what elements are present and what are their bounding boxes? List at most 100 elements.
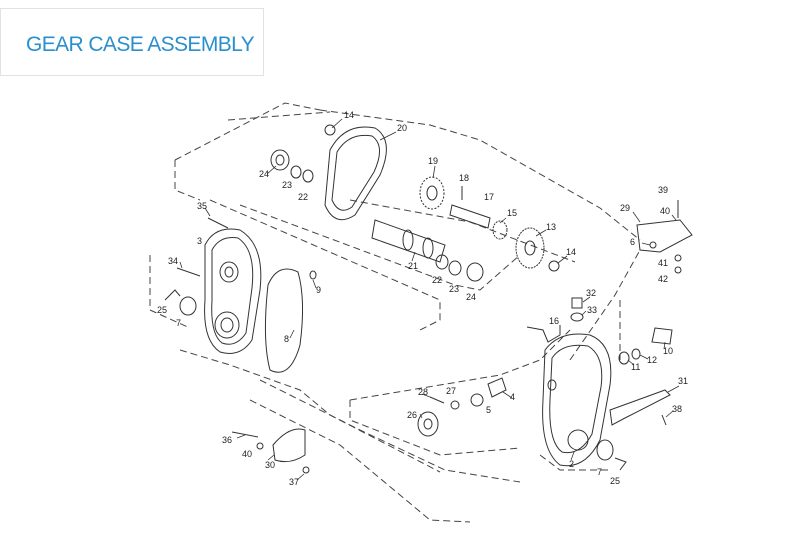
shaft-17 — [449, 204, 491, 229]
washer-12 — [631, 348, 641, 360]
leader-lines — [179, 118, 680, 481]
part-label-40: 40 — [242, 449, 252, 459]
washer-23-top — [290, 165, 302, 179]
washer-24-top — [270, 149, 290, 171]
part-label-12: 12 — [647, 355, 657, 365]
clip-25-right — [614, 457, 627, 471]
part-label-8: 8 — [284, 334, 289, 344]
bushing-26 — [417, 411, 439, 437]
guide-bottom — [249, 399, 471, 523]
part-label-14: 14 — [344, 110, 354, 120]
part-label-22: 22 — [432, 275, 442, 285]
dashed-guides — [149, 102, 641, 523]
page-title: GEAR CASE ASSEMBLY — [26, 33, 255, 56]
sprocket-19 — [419, 176, 445, 210]
part-label-4: 4 — [510, 392, 515, 402]
washer-42 — [674, 266, 682, 274]
shaft-21 — [371, 219, 446, 263]
axle-4 — [487, 377, 507, 398]
part-label-2: 2 — [569, 459, 574, 469]
part-label-34: 34 — [168, 256, 178, 266]
guide-center-box — [349, 329, 571, 401]
guide-belt-upper — [227, 111, 331, 121]
part-label-10: 10 — [663, 346, 673, 356]
gear-15 — [492, 220, 508, 240]
part-label-25: 25 — [610, 476, 620, 486]
guide-mid-b — [239, 204, 521, 291]
washer-22-mid — [435, 254, 449, 270]
chain — [324, 126, 387, 221]
part-label-27: 27 — [446, 386, 456, 396]
chain-inner — [331, 134, 380, 211]
gear-case-hub — [567, 429, 589, 451]
guide-shaft — [349, 199, 576, 263]
guide-lower-right — [539, 454, 610, 471]
shaft-10 — [651, 327, 673, 345]
part-label-18: 18 — [459, 173, 469, 183]
part-label-14: 14 — [566, 247, 576, 257]
guide-top-run — [319, 109, 641, 241]
part-label-23: 23 — [449, 284, 459, 294]
clip-25-left — [164, 289, 181, 301]
washer-27 — [450, 400, 460, 410]
bolt-38 — [661, 414, 667, 426]
guide-lower-left — [179, 349, 441, 473]
gear-13 — [515, 227, 545, 269]
bracket-30 — [272, 428, 306, 463]
part-label-33: 33 — [587, 305, 597, 315]
bearing-7-left — [179, 296, 197, 316]
page-title-box: GEAR CASE ASSEMBLY — [0, 8, 264, 76]
part-label-19: 19 — [428, 156, 438, 166]
gear-case-2 — [542, 333, 612, 467]
part-label-29: 29 — [620, 203, 630, 213]
bracket-29 — [636, 219, 693, 253]
part-label-23: 23 — [282, 180, 292, 190]
part-label-38: 38 — [672, 404, 682, 414]
nut-37 — [302, 466, 310, 474]
part-label-22: 22 — [298, 192, 308, 202]
part-label-17: 17 — [484, 192, 494, 202]
clip-14-top — [324, 124, 336, 136]
washer-40-bottom — [256, 442, 264, 450]
part-label-21: 21 — [408, 261, 418, 271]
part-label-11: 11 — [631, 362, 640, 372]
part-label-25: 25 — [157, 305, 167, 315]
part-label-7: 7 — [176, 318, 181, 328]
bearing-7-right — [596, 439, 614, 461]
part-label-31: 31 — [678, 376, 688, 386]
part-label-41: 41 — [658, 258, 668, 268]
part-label-42: 42 — [658, 274, 668, 284]
part-label-24: 24 — [466, 292, 476, 302]
part-label-24: 24 — [259, 169, 269, 179]
part-label-30: 30 — [265, 460, 275, 470]
vent-32 — [571, 297, 583, 309]
pin-28 — [429, 396, 445, 404]
part-label-20: 20 — [397, 123, 407, 133]
part-label-36: 36 — [222, 435, 232, 445]
part-label-39: 39 — [658, 185, 668, 195]
guide-center-down — [349, 400, 521, 456]
gear-cover-3 — [204, 228, 262, 354]
bolt-36 — [231, 431, 259, 438]
clip-14-right — [548, 260, 560, 272]
part-label-35: 35 — [197, 201, 207, 211]
part-label-3: 3 — [197, 236, 202, 246]
guide-outer-top — [174, 102, 321, 161]
part-label-13: 13 — [546, 222, 556, 232]
gasket-8 — [264, 268, 304, 373]
bolt-34 — [176, 267, 201, 277]
part-label-16: 16 — [549, 316, 559, 326]
part-label-28: 28 — [418, 387, 428, 397]
part-label-9: 9 — [316, 285, 321, 295]
part-label-15: 15 — [507, 208, 517, 218]
fork-16 — [526, 325, 561, 343]
gear-cover-hub-bottom — [214, 311, 240, 339]
part-6 — [649, 241, 657, 249]
part-label-37: 37 — [289, 477, 299, 487]
bolt-35 — [207, 217, 229, 229]
washer-11 — [618, 351, 630, 365]
washer-24-mid — [466, 262, 484, 282]
washer-22-top — [302, 169, 314, 183]
washer-5 — [470, 393, 484, 407]
